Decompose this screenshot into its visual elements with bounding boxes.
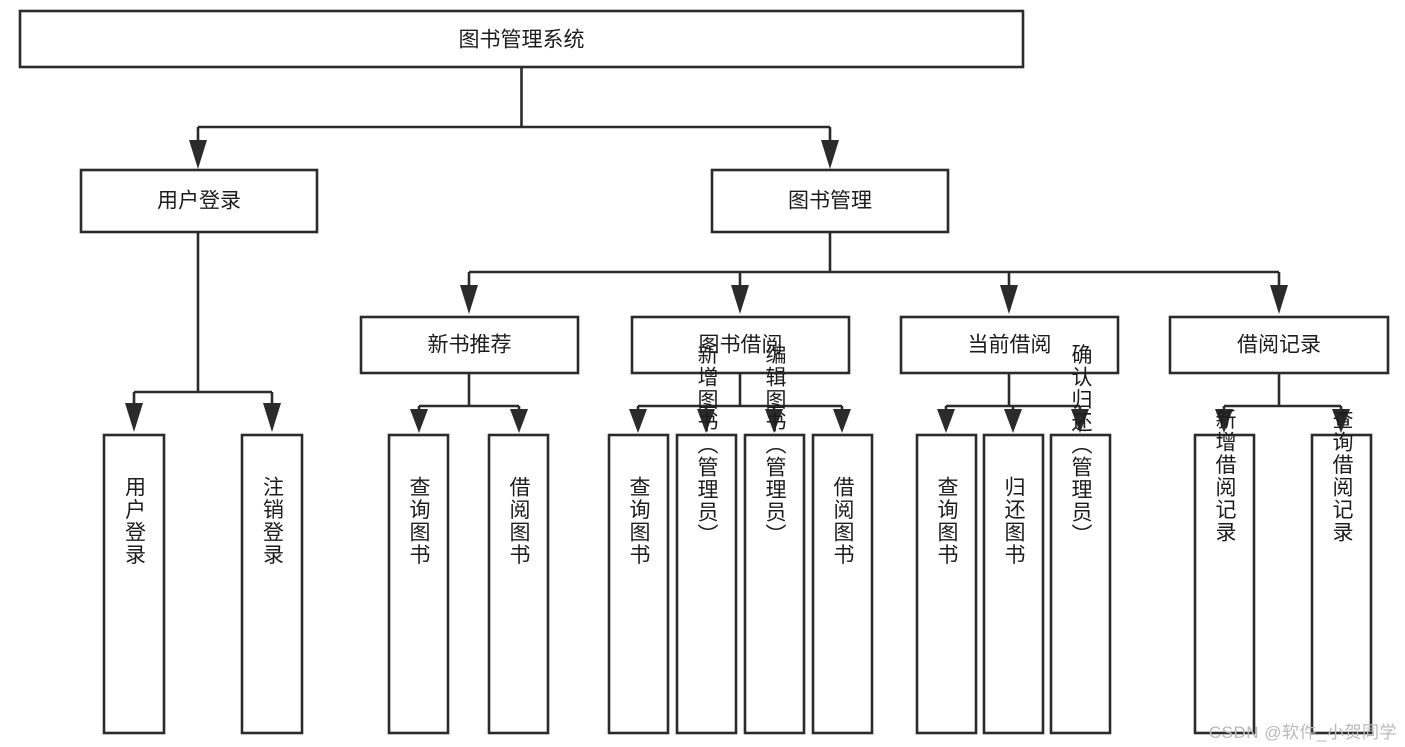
node-leaf-add-record[interactable]: 新增借阅记录 xyxy=(1193,409,1256,735)
node-leaf-borrow-book-2[interactable]: 借阅图书 xyxy=(811,433,874,735)
node-leaf-query-book-3-label: 查询图书 xyxy=(935,476,959,566)
arrow-head-leaf-borrow-book-1 xyxy=(510,409,528,433)
node-leaf-user-login[interactable]: 用户登录 xyxy=(102,433,166,735)
node-leaf-query-book-3[interactable]: 查询图书 xyxy=(915,433,978,735)
node-leaf-query-book-1-label: 查询图书 xyxy=(407,476,431,566)
node-leaf-query-book-2[interactable]: 查询图书 xyxy=(607,433,670,735)
arrow-head-book-manage xyxy=(821,140,839,169)
node-borrow-record-label: 借阅记录 xyxy=(1237,334,1321,357)
arrow-head-leaf-add-book xyxy=(697,409,715,433)
arrow-head-leaf-query-book-2 xyxy=(629,409,647,433)
node-leaf-add-record-label: 新增借阅记录 xyxy=(1213,409,1237,544)
arrow-head-leaf-logout xyxy=(263,403,281,432)
node-leaf-borrow-book-1[interactable]: 借阅图书 xyxy=(487,433,550,735)
arrow-head-leaf-confirm-return xyxy=(1071,409,1089,433)
arrow-head-current-borrow xyxy=(1000,285,1018,314)
arrow-head-leaf-add-record xyxy=(1215,409,1233,433)
arrow-head-borrow-record xyxy=(1270,285,1288,314)
arrow-head-leaf-return-book xyxy=(1004,409,1022,433)
node-leaf-query-record-label: 查询借阅记录 xyxy=(1330,409,1354,544)
node-new-book-recommend-label: 新书推荐 xyxy=(428,334,512,357)
node-leaf-logout[interactable]: 注销登录 xyxy=(240,433,304,735)
arrow-head-book-borrow xyxy=(731,285,749,314)
node-current-borrow-label: 当前借阅 xyxy=(968,334,1052,357)
node-leaf-borrow-book-2-label: 借阅图书 xyxy=(831,476,855,566)
node-leaf-confirm-return[interactable]: 确认归还（管理员） xyxy=(1049,344,1112,735)
node-leaf-query-book-2-label: 查询图书 xyxy=(627,476,651,566)
node-leaf-confirm-return-label: 确认归还（管理员） xyxy=(1069,344,1093,547)
node-user-login-label: 用户登录 xyxy=(157,190,241,213)
arrow-head-leaf-query-record xyxy=(1332,409,1350,433)
arrow-head-leaf-user-login xyxy=(125,403,143,432)
node-leaf-query-record[interactable]: 查询借阅记录 xyxy=(1310,409,1373,735)
node-leaf-borrow-book-1-label: 借阅图书 xyxy=(507,476,531,566)
arrow-head-leaf-query-book-1 xyxy=(410,409,428,433)
node-root[interactable]: 图书管理系统 xyxy=(18,9,1025,69)
arrow-head-leaf-query-book-3 xyxy=(937,409,955,433)
arrow-head-leaf-edit-book xyxy=(765,409,783,433)
node-leaf-add-book-label: 新增图书（管理员） xyxy=(695,344,719,547)
node-leaf-user-login-label: 用户登录 xyxy=(123,476,147,566)
node-leaf-return-book-label: 归还图书 xyxy=(1002,476,1026,566)
node-leaf-add-book[interactable]: 新增图书（管理员） xyxy=(675,344,738,735)
node-new-book-recommend[interactable]: 新书推荐 xyxy=(359,315,580,375)
node-book-manage-label: 图书管理 xyxy=(788,190,872,213)
arrow-head-leaf-borrow-book-2 xyxy=(833,409,851,433)
node-book-borrow[interactable]: 图书借阅 xyxy=(630,315,851,375)
arrow-head-user-login xyxy=(189,140,207,169)
node-leaf-logout-label: 注销登录 xyxy=(261,476,285,566)
node-root-label: 图书管理系统 xyxy=(459,29,585,52)
connector-layer xyxy=(125,67,1350,433)
node-leaf-edit-book[interactable]: 编辑图书（管理员） xyxy=(743,344,806,735)
node-current-borrow[interactable]: 当前借阅 xyxy=(899,315,1120,375)
node-borrow-record[interactable]: 借阅记录 xyxy=(1168,315,1390,375)
node-leaf-return-book[interactable]: 归还图书 xyxy=(982,433,1045,735)
node-book-borrow-label: 图书借阅 xyxy=(699,334,783,357)
node-leaf-query-book-1[interactable]: 查询图书 xyxy=(387,433,450,735)
node-leaf-edit-book-label: 编辑图书（管理员） xyxy=(763,344,787,547)
node-user-login[interactable]: 用户登录 xyxy=(79,168,319,234)
node-book-manage[interactable]: 图书管理 xyxy=(710,168,950,234)
arrow-head-new-book-recommend xyxy=(460,285,478,314)
